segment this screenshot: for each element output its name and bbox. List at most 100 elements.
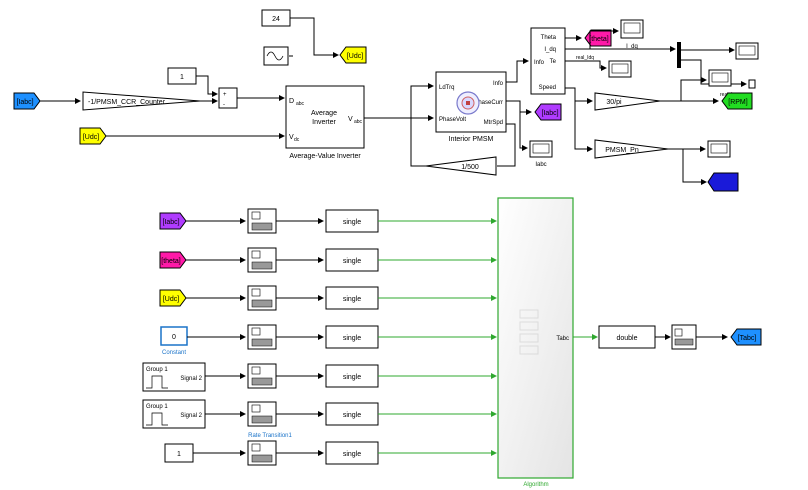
double-converter[interactable]: double [598, 325, 656, 349]
goto-iabc-tag[interactable]: [Iabc] [534, 103, 562, 121]
goto-udc-label: [Udc] [347, 53, 363, 60]
bus-idq-label: I_dq [544, 47, 556, 53]
constant-24-value: 24 [272, 16, 280, 23]
from-udc-label: [Udc] [83, 134, 99, 141]
rate-transition-2[interactable] [247, 285, 277, 311]
goto-iabc-label: [Iabc] [541, 110, 558, 117]
algorithm-out-port: Tabc [556, 336, 569, 342]
rpm-conversion-gain[interactable]: 30/pi [594, 92, 661, 111]
pmsm-port-phasevolt: PhaseVolt [439, 117, 466, 123]
iabc-scope-label: Iabc [535, 162, 546, 168]
inverter-caption: Average-Value Inverter [289, 153, 361, 160]
signal-builder-ref-iq[interactable]: Group 1 Signal 2 [142, 362, 206, 392]
demux-scope[interactable] [735, 42, 759, 60]
pn-scope[interactable] [707, 140, 731, 158]
pmsm-port-mtrspd: MtrSpd [484, 120, 503, 126]
te-scope[interactable] [608, 60, 632, 78]
algorithm-subsystem[interactable]: Tabc [497, 197, 574, 479]
bus-speed-label: Speed [539, 85, 556, 91]
from-theta-tag-bottom[interactable]: [theta] [159, 251, 187, 269]
row2-source-label: [Udc] [163, 296, 179, 303]
single-converter-3[interactable]: single [325, 325, 379, 349]
signal-step-icon [146, 412, 168, 426]
constant-one-bottom[interactable]: 1 [164, 443, 194, 463]
single-label-3: single [343, 335, 361, 342]
single-converter-0[interactable]: single [325, 209, 379, 233]
constant-one-top[interactable]: 1 [167, 67, 197, 85]
demux-bar[interactable] [677, 42, 681, 68]
interior-pmsm-block[interactable]: LdTrq PhaseVolt Info PhaseCurr MtrSpd [435, 71, 507, 133]
single-label-2: single [343, 296, 361, 303]
pmsm-pn-gain[interactable]: PMSM_Pn [594, 139, 669, 159]
from-udc-tag-top[interactable]: [Udc] [79, 127, 107, 145]
bus-info-label: Info [534, 60, 545, 66]
idq-scope-label: I_dq [626, 44, 638, 50]
inverter-port-v: V [289, 134, 294, 141]
sum-minus-sign: - [223, 102, 225, 108]
average-value-inverter[interactable]: D abc V dc Average Inverter V abc [285, 85, 365, 149]
rate-transition-6[interactable] [247, 440, 277, 466]
single-converter-4[interactable]: single [325, 364, 379, 388]
row6-source-value: 1 [177, 451, 181, 458]
goto-dark-blue-tag[interactable] [707, 172, 739, 192]
constant-caption: Constant [162, 350, 186, 356]
inverter-port-d: D [289, 98, 294, 105]
rate-transition-5[interactable] [247, 401, 277, 427]
sine-wave-icon [266, 51, 284, 61]
terminator[interactable] [748, 79, 756, 89]
feedback-gain-label: 1/500 [461, 164, 479, 171]
row4-signal-label: Signal 2 [180, 376, 202, 382]
rate-transition-0[interactable] [247, 208, 277, 234]
sum-block[interactable]: + - [218, 87, 238, 109]
goto-theta-label: [theta] [589, 36, 609, 43]
constant-24[interactable]: 24 [261, 9, 291, 27]
pmsm-port-phasecurr: PhaseCurr [474, 100, 503, 106]
row0-source-label: [Iabc] [162, 219, 179, 226]
rate-transition-3[interactable] [247, 324, 277, 350]
rate-transition-4[interactable] [247, 363, 277, 389]
pmsm-caption: Interior PMSM [449, 136, 494, 143]
pmsm-port-ldtrq: LdTrq [439, 85, 454, 91]
single-converter-6[interactable]: single [325, 441, 379, 465]
double-label: double [616, 335, 637, 342]
single-converter-5[interactable]: single [325, 402, 379, 426]
constant-one-value: 1 [180, 74, 184, 81]
bus-selector[interactable]: Theta I_dq Te Info Speed [530, 27, 566, 95]
constant-zero[interactable]: 0 [160, 326, 188, 346]
inverter-port-out: V [348, 116, 353, 123]
from-iabc-tag-bottom[interactable]: [Iabc] [159, 212, 187, 230]
goto-rpm-tag[interactable]: [RPM] [721, 92, 753, 110]
from-iabc-label: [Iabc] [16, 99, 33, 106]
feedback-gain-1-500[interactable]: 1/500 [425, 156, 497, 176]
single-label-6: single [343, 451, 361, 458]
single-label-1: single [343, 258, 361, 265]
rate-transition-caption: Rate Transition1 [248, 433, 292, 439]
sine-wave-source[interactable] [263, 46, 293, 66]
from-udc-tag-bottom[interactable]: [Udc] [159, 289, 187, 307]
single-label-0: single [343, 219, 361, 226]
single-converter-1[interactable]: single [325, 248, 379, 272]
motor-icon [456, 91, 480, 115]
single-label-5: single [343, 412, 361, 419]
inverter-name-1: Average [311, 110, 337, 117]
single-label-4: single [343, 374, 361, 381]
sum-plus-sign: + [223, 92, 227, 98]
rate-transition-out[interactable] [671, 324, 697, 350]
goto-udc-tag-top[interactable]: [Udc] [339, 46, 367, 64]
algorithm-watermark-icon [519, 309, 539, 355]
idq-scope[interactable] [620, 19, 644, 39]
rate-transition-1[interactable] [247, 247, 277, 273]
bus-te-label: Te [550, 59, 557, 65]
signal-step-icon [146, 375, 168, 389]
single-converter-2[interactable]: single [325, 286, 379, 310]
inverter-port-out-sub: abc [354, 119, 363, 125]
goto-tabc-tag[interactable]: [Tabc] [730, 328, 762, 346]
iabc-scope[interactable] [529, 140, 553, 158]
from-iabc-tag[interactable]: [Iabc] [13, 92, 41, 110]
signal-builder-ref-rpm[interactable]: Group 1 Signal 2 [142, 399, 206, 429]
ccr-counter-gain[interactable]: -1/PMSM_CCR_Counter [82, 91, 201, 111]
rpm-scope[interactable] [708, 69, 732, 87]
row4-group-label: Group 1 [146, 367, 168, 373]
goto-theta-tag[interactable]: [theta] [584, 29, 612, 47]
rpm-gain-label: 30/pi [606, 99, 622, 106]
